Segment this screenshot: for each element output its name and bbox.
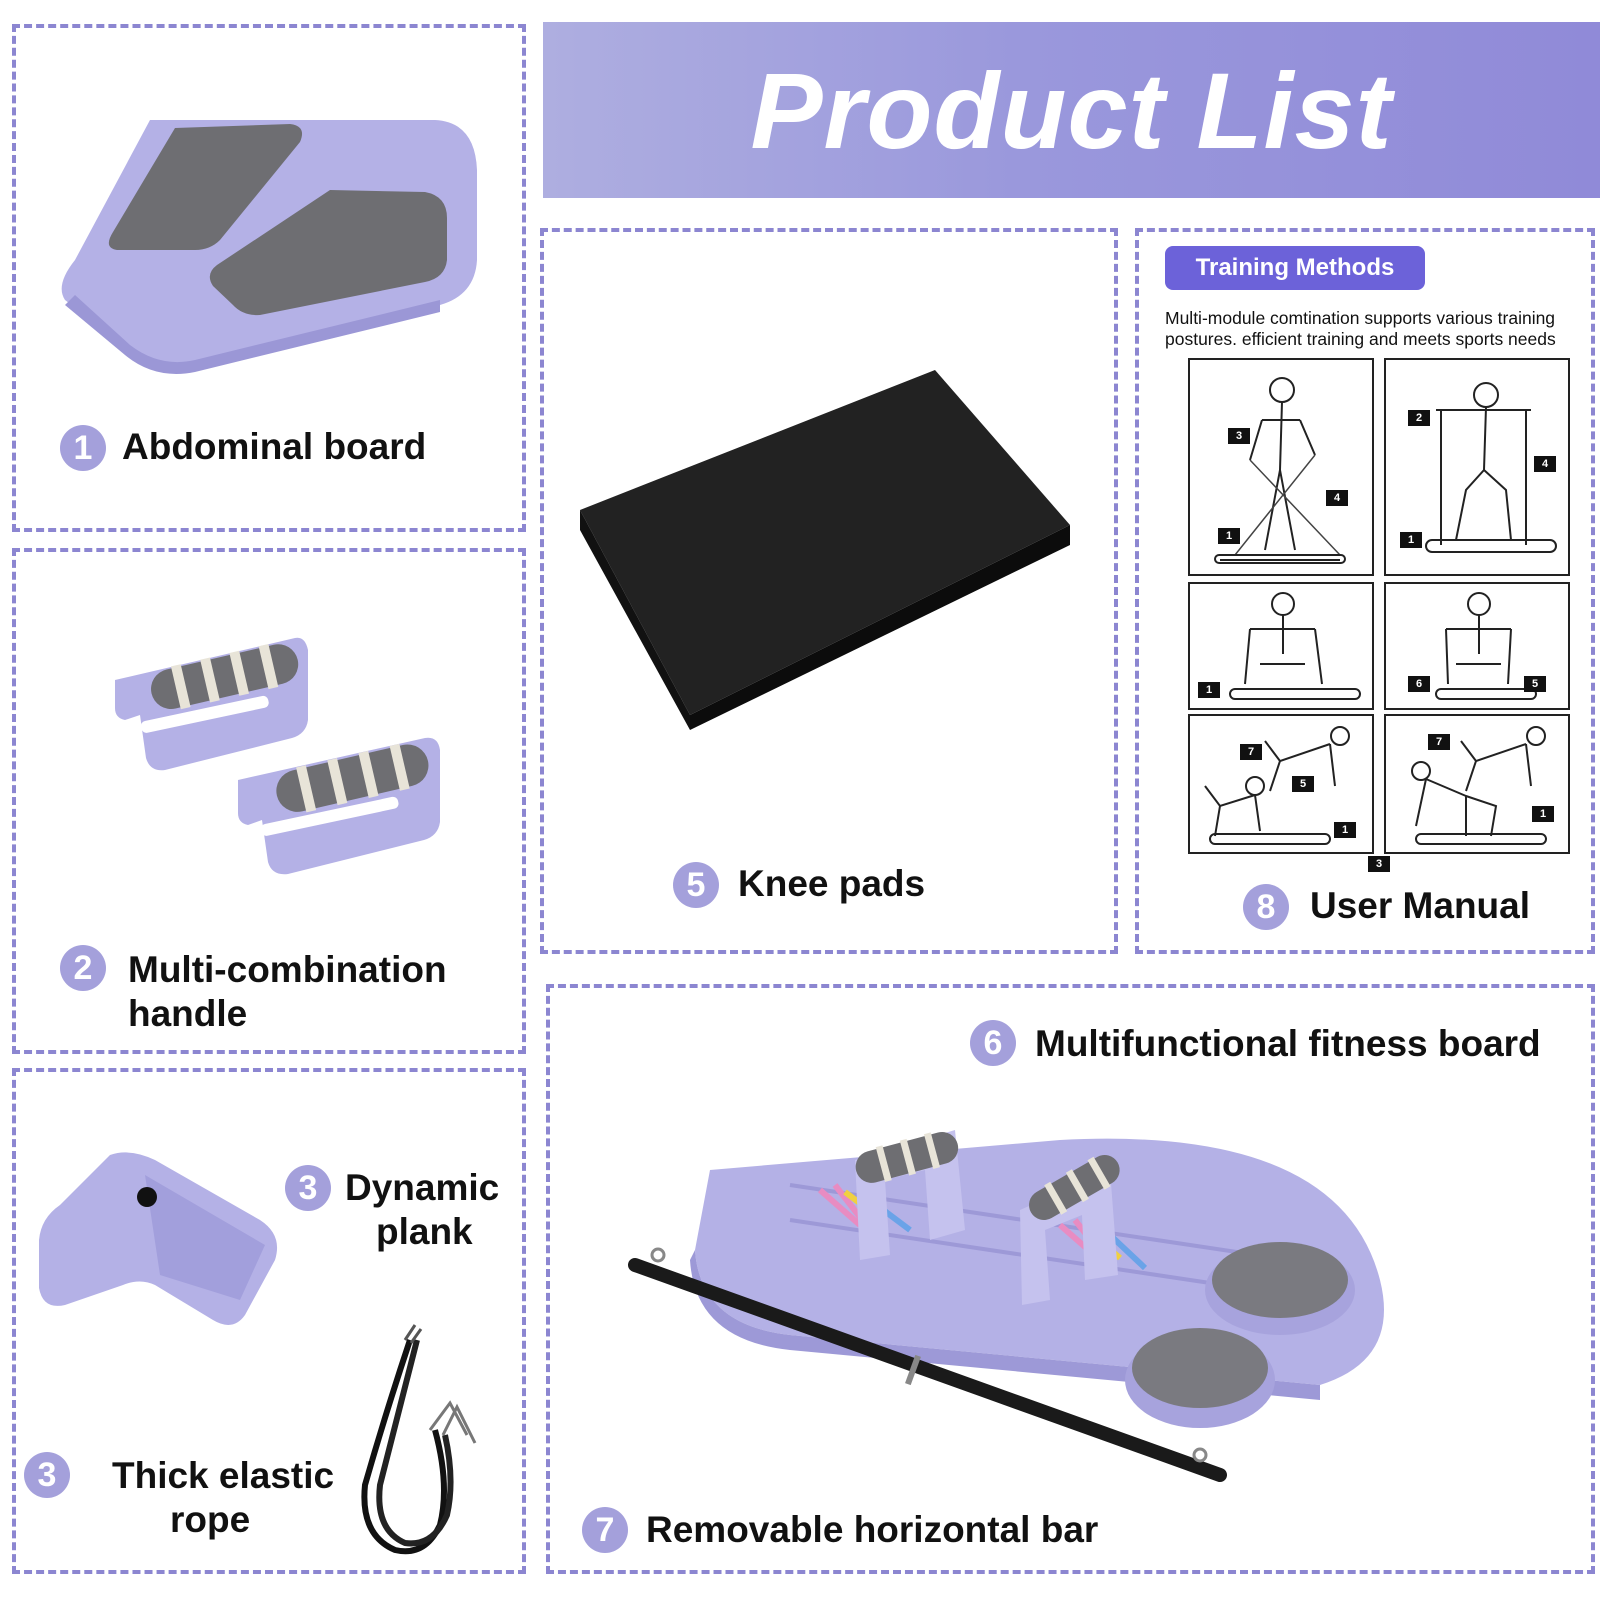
elastic-rope-label-line2: rope (170, 1499, 251, 1540)
item-number-badge: 8 (1243, 884, 1289, 930)
step-tag: 5 (1292, 776, 1314, 792)
panel-fitness-board (546, 984, 1595, 1574)
step-tag: 7 (1240, 744, 1262, 760)
step-tag: 1 (1218, 528, 1240, 544)
abdominal-board-image (61, 120, 478, 374)
knee-pad-image (580, 370, 1070, 730)
panel-knee-pads (540, 228, 1118, 954)
item-number-badge: 6 (970, 1020, 1016, 1066)
manual-step-cell (1188, 358, 1374, 576)
step-tag: 2 (1408, 410, 1430, 426)
manual-step-cell (1384, 714, 1570, 854)
step-tag: 3 (1368, 856, 1390, 872)
item-number-badge: 3 (285, 1165, 331, 1211)
step-tag: 7 (1428, 734, 1450, 750)
dynamic-plank-label-line1: Dynamic (345, 1167, 500, 1208)
elastic-rope-image (361, 1324, 477, 1555)
fitness-board-image (628, 1130, 1384, 1482)
training-methods-description: Multi-module comtination supports variou… (1165, 308, 1556, 349)
step-tag: 6 (1408, 676, 1430, 692)
product-list-banner: Product List (543, 22, 1600, 198)
elastic-rope-label-line1: Thick elastic (112, 1455, 335, 1496)
panel-abdominal-board (12, 24, 526, 532)
manual-step-cell (1188, 714, 1374, 854)
dynamic-plank-label-line2: plank (376, 1211, 473, 1252)
item-number-badge: 1 (60, 425, 106, 471)
step-tag: 1 (1198, 682, 1220, 698)
panel-multi-combination-handle (12, 548, 526, 1054)
step-tag: 1 (1334, 822, 1356, 838)
step-tag: 3 (1228, 428, 1250, 444)
step-tag: 4 (1326, 490, 1348, 506)
dynamic-plank-image (39, 1152, 278, 1325)
step-tag: 1 (1532, 806, 1554, 822)
item-number-badge: 3 (24, 1452, 70, 1498)
item-number-badge: 7 (582, 1507, 628, 1553)
panel-user-manual (1135, 228, 1595, 954)
item-number-badge: 2 (60, 945, 106, 991)
handle-label-line2: handle (128, 993, 248, 1034)
item-number-badge: 5 (673, 862, 719, 908)
abdominal-board-label: Abdominal board (122, 426, 427, 467)
handle-image (115, 637, 440, 875)
training-methods-tag: Training Methods (1165, 246, 1425, 290)
step-tag: 5 (1524, 676, 1546, 692)
fitness-board-label: Multifunctional fitness board (1035, 1023, 1541, 1064)
handle-label-line1: Multi-combination (128, 949, 447, 990)
step-tag: 1 (1400, 532, 1422, 548)
panel-dynamic-plank (12, 1068, 526, 1574)
user-manual-label: User Manual (1310, 885, 1531, 926)
page-title: Product List (750, 49, 1393, 171)
step-tag: 4 (1534, 456, 1556, 472)
knee-pads-label: Knee pads (738, 863, 926, 904)
horizontal-bar-label: Removable horizontal bar (646, 1509, 1099, 1550)
